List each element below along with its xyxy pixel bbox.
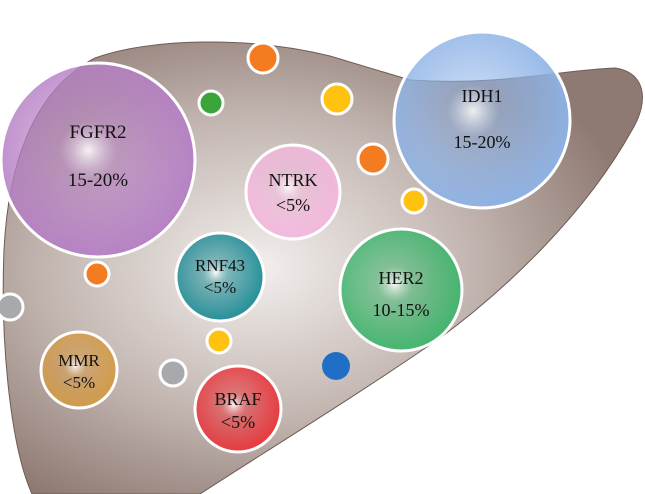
dot-blue-1	[322, 352, 350, 380]
marker-fgfr2: FGFR2 15-20%	[0, 61, 197, 259]
marker-circle-fgfr2	[0, 61, 197, 259]
dot-orange-3	[83, 260, 111, 288]
dot-gray-1	[0, 292, 25, 322]
frequency-label: <5%	[204, 278, 236, 297]
dot-green-1	[197, 89, 225, 117]
frequency-label: <5%	[63, 373, 95, 392]
marker-idh1: IDH1 15-20%	[392, 30, 572, 210]
dot-yellow-2	[400, 187, 428, 215]
marker-her2: HER2 10-15%	[338, 227, 464, 353]
gene-label: FGFR2	[69, 122, 126, 143]
dot-orange-1	[246, 41, 280, 75]
dot-gray-2	[158, 358, 188, 388]
marker-circle-her2	[338, 227, 464, 353]
marker-circle-mmr	[39, 330, 119, 410]
gene-label: NTRK	[269, 170, 318, 190]
gene-label: HER2	[379, 268, 424, 288]
gene-label: MMR	[58, 351, 100, 370]
gene-label: RNF43	[195, 256, 245, 275]
marker-rnf43: RNF43 <5%	[174, 231, 266, 323]
frequency-label: <5%	[276, 195, 310, 215]
marker-mmr: MMR <5%	[39, 330, 119, 410]
frequency-label: <5%	[221, 412, 255, 432]
gene-label: IDH1	[462, 86, 503, 106]
frequency-label: 15-20%	[68, 170, 128, 191]
frequency-label: 10-15%	[373, 300, 430, 320]
dot-yellow-3	[205, 327, 233, 355]
marker-circle-ntrk	[244, 143, 342, 241]
dot-yellow-1	[320, 82, 354, 116]
marker-circle-rnf43	[174, 231, 266, 323]
marker-ntrk: NTRK <5%	[244, 143, 342, 241]
marker-circle-braf	[193, 364, 283, 454]
dot-orange-2	[356, 142, 390, 176]
marker-circle-idh1	[392, 30, 572, 210]
frequency-label: 15-20%	[454, 132, 511, 152]
marker-braf: BRAF <5%	[193, 364, 283, 454]
gene-label: BRAF	[214, 389, 261, 409]
